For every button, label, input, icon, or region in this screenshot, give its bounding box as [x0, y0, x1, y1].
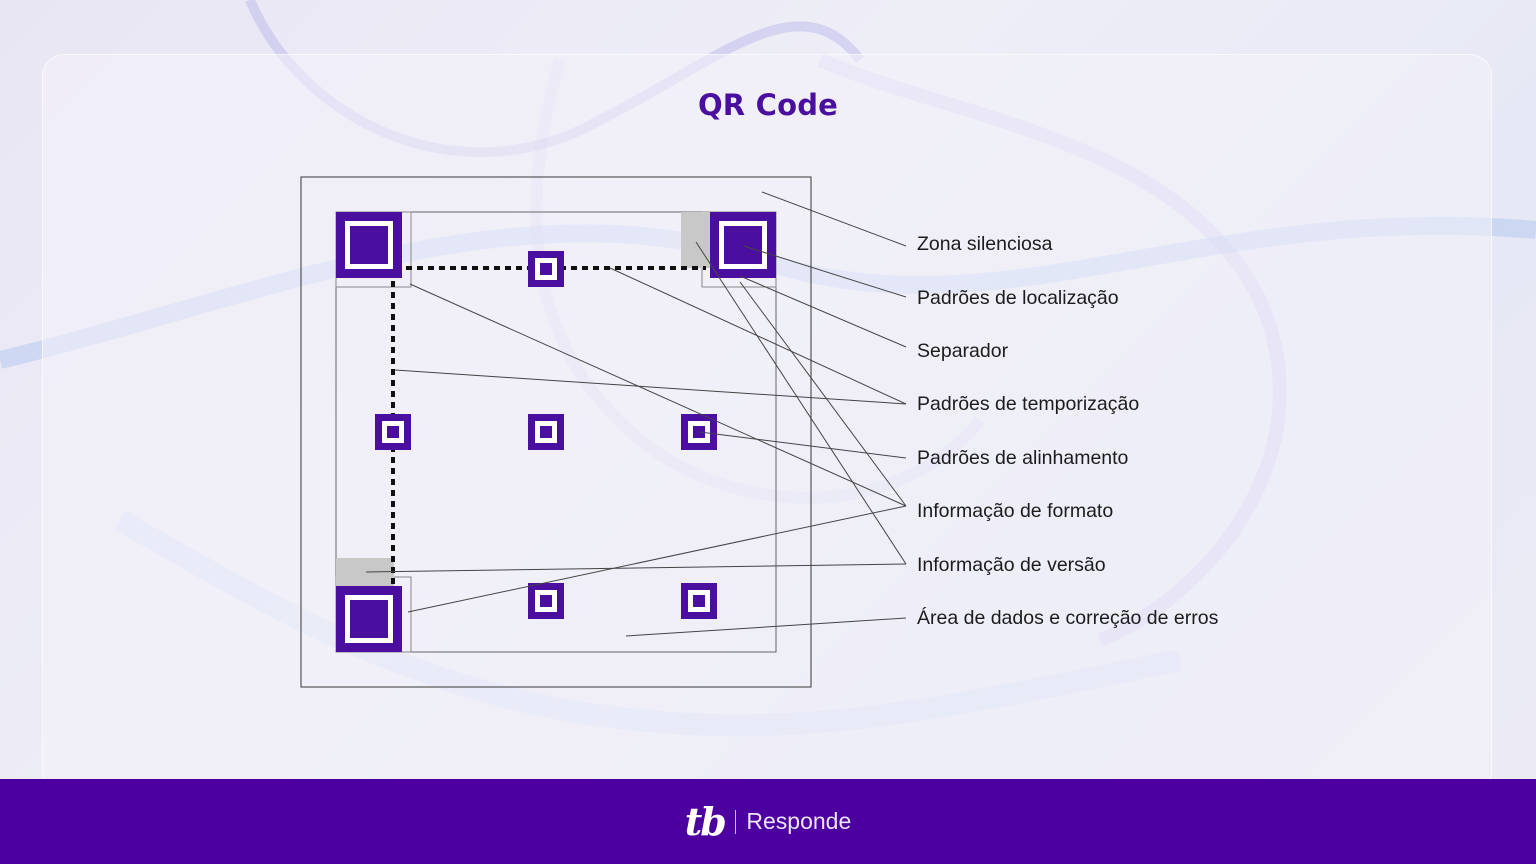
- footer-bar: tb Responde: [0, 779, 1536, 864]
- label-timing-patterns: Padrões de temporização: [917, 393, 1140, 415]
- tb-logo-icon: tb: [684, 799, 727, 844]
- alignment-pattern: [681, 414, 717, 450]
- label-quiet-zone: Zona silenciosa: [917, 233, 1053, 255]
- leader-line-timing-v: [394, 369, 907, 405]
- leader-line-quiet-zone: [761, 191, 907, 247]
- label-version-info: Informação de versão: [917, 554, 1106, 576]
- label-finder-patterns: Padrões de localização: [917, 287, 1119, 309]
- label-separator: Separador: [917, 340, 1009, 362]
- leader-line-separator: [739, 275, 907, 348]
- leader-line-format-3: [407, 505, 907, 613]
- leader-line-data-area: [625, 617, 907, 637]
- leader-line-finder: [743, 245, 907, 298]
- finder-pattern-top-right: [710, 212, 776, 278]
- page-title: QR Code: [697, 88, 839, 122]
- label-alignment-patterns: Padrões de alinhamento: [917, 447, 1129, 469]
- brand-divider: [734, 809, 737, 834]
- label-data-area: Área de dados e correção de erros: [917, 607, 1219, 629]
- alignment-pattern: [528, 414, 564, 450]
- alignment-pattern: [528, 251, 564, 287]
- leader-line-timing-h: [609, 267, 907, 405]
- leader-line-version-1: [695, 241, 907, 565]
- code-area-border: [335, 211, 777, 653]
- label-format-info: Informação de formato: [917, 500, 1114, 522]
- alignment-pattern: [528, 583, 564, 619]
- leader-line-alignment: [699, 431, 907, 459]
- finder-pattern-top-left: [336, 212, 402, 278]
- leader-line-format-2: [739, 281, 907, 507]
- brand-logo[interactable]: tb Responde: [0, 779, 1536, 864]
- alignment-pattern: [375, 414, 411, 450]
- leader-line-format-1: [409, 283, 907, 507]
- version-info-top: [681, 212, 710, 268]
- finder-pattern-bottom-left: [336, 586, 402, 652]
- brand-name: Responde: [746, 808, 852, 834]
- leader-line-version-2: [365, 563, 907, 573]
- quiet-zone-border: [300, 176, 812, 688]
- alignment-pattern: [681, 583, 717, 619]
